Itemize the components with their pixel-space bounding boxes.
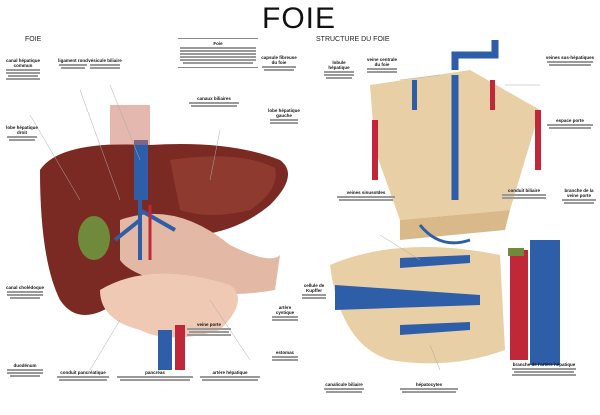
label-veines-sinusoides: veines sinusoïdes <box>335 190 397 202</box>
poster-title: FOIE <box>262 2 337 35</box>
label-branche-artere: branche de l'artère hépatique <box>510 362 578 377</box>
lobule-illustration <box>370 40 541 245</box>
label-conduit-biliaire: conduit biliaire <box>500 188 548 200</box>
label-veines-sus-hepatiques: veines sus-hépatiques <box>545 55 595 67</box>
label-canal-hepatique-commun: canal hépatique commun <box>5 58 41 81</box>
label-branche-veine-porte: branche de la veine porte <box>560 188 598 205</box>
label-ligament-rond: ligament rond <box>58 58 88 70</box>
label-vesicule-biliaire: vésicule biliaire <box>88 58 122 70</box>
label-veine-centrale: veine centrale du foie <box>365 57 399 74</box>
label-canaux-biliaires: canaux biliaires <box>188 96 240 108</box>
label-duodenum: duodénum <box>5 363 45 378</box>
sinusoid-illustration <box>330 240 560 365</box>
label-choledoque: canal cholédoque <box>5 285 45 300</box>
vena-cava <box>134 140 148 200</box>
label-veine-porte: veine porte <box>185 322 233 337</box>
label-capsule: capsule fibreuse du foie <box>260 55 298 72</box>
section-title-structure: STRUCTURE DU FOIE <box>316 36 390 43</box>
section-title-liver: FOIE <box>25 36 42 43</box>
pancreas <box>100 273 238 338</box>
gallbladder <box>78 216 110 260</box>
label-artere-hepatique: artère hépatique <box>198 370 262 382</box>
label-lobe-droit: lobe hépatique droit <box>5 125 39 142</box>
leader-lines <box>29 74 540 371</box>
label-hepatocytes: hépatocytes <box>398 382 460 394</box>
liver-illustration <box>40 105 288 370</box>
label-lobe-gauche: lobe hépatique gauche <box>268 108 300 125</box>
label-foie: Foie <box>213 41 223 46</box>
label-pancreas: pancréas <box>115 370 195 382</box>
label-cellule-kupffer: cellule de Kupffer <box>300 283 328 300</box>
label-espace-porte: espace porte <box>545 118 595 130</box>
label-lobule: lobule hépatique <box>322 60 356 80</box>
liver-description: Foie <box>178 38 258 69</box>
label-conduit-pancreatique: conduit pancréatique <box>55 370 111 382</box>
label-estomac: estomac <box>270 350 300 362</box>
label-artere-cystique: artère cystique <box>270 305 300 322</box>
diaphragm <box>110 105 150 145</box>
label-canalicule: canalicule biliaire <box>322 382 366 394</box>
